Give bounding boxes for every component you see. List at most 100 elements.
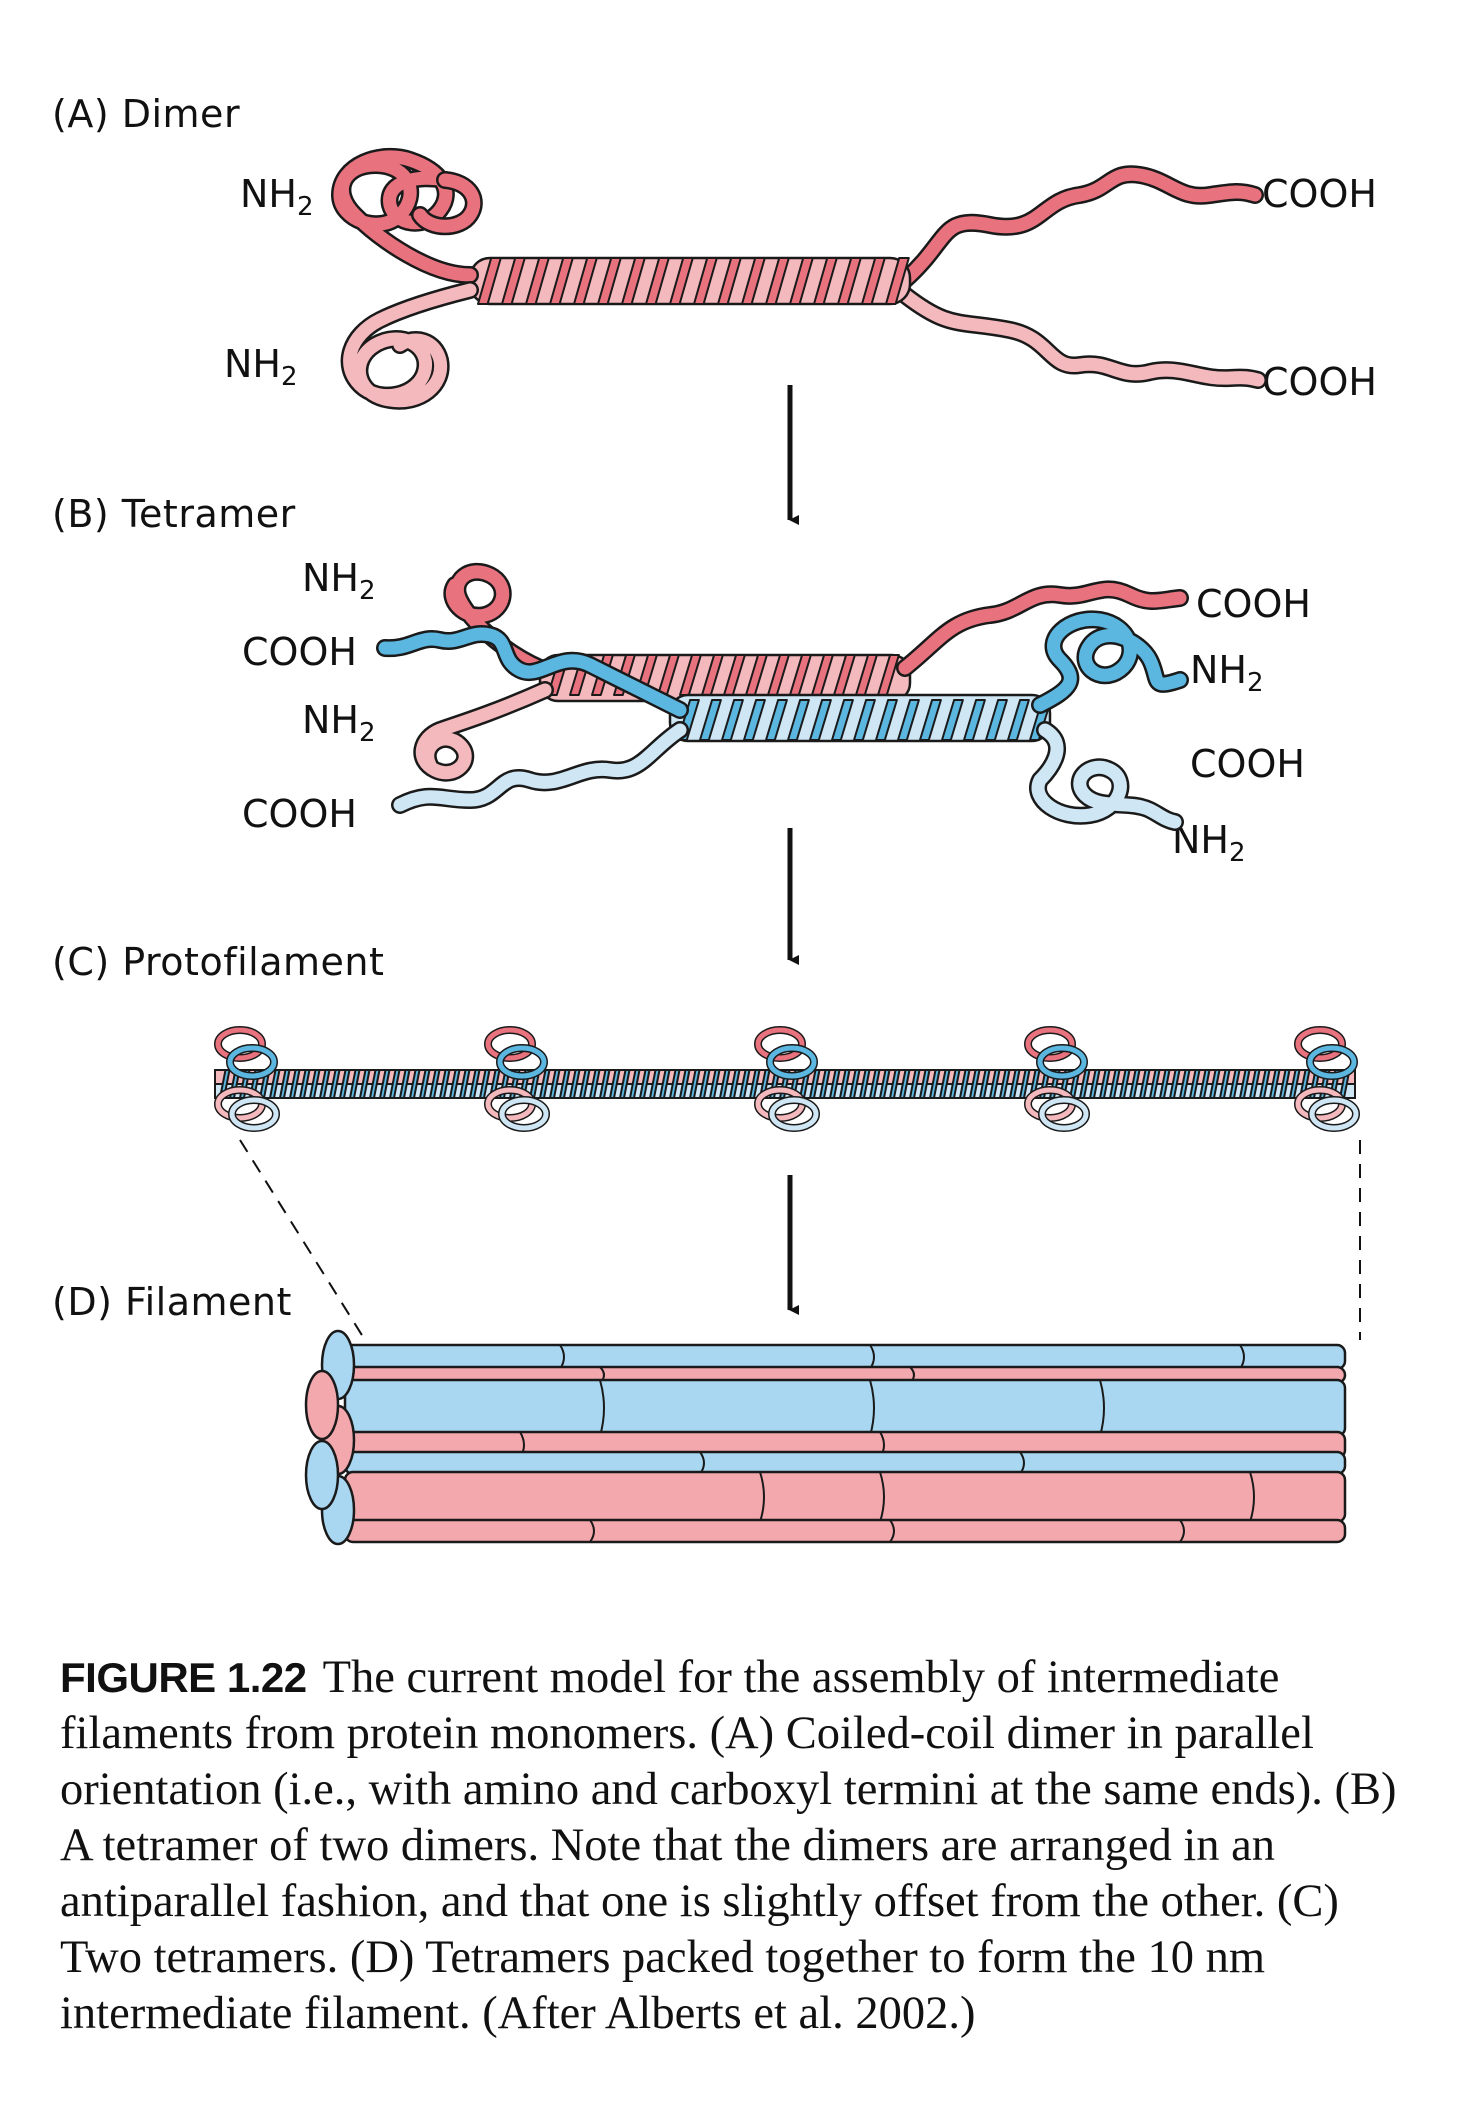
proto-twist [898, 1069, 911, 1099]
knot-loop [229, 1097, 279, 1131]
proto-twist [1088, 1069, 1101, 1099]
proto-twist [598, 1069, 611, 1099]
nh-subscript: 2 [359, 576, 376, 606]
tetramer-left-nh2-2: NH2 [302, 698, 376, 748]
proto-twist [268, 1069, 281, 1099]
proto-twist [808, 1069, 821, 1099]
proto-twist [1248, 1069, 1261, 1099]
proto-twist [548, 1069, 561, 1099]
knot-loop [485, 1027, 535, 1061]
filament-illustration [304, 1329, 1347, 1546]
nh-subscript: 2 [297, 192, 314, 222]
tetramer-left-heads [376, 562, 689, 814]
proto-twist [848, 1069, 861, 1099]
protofilament-knot [1294, 1026, 1360, 1132]
proto-twist [578, 1069, 591, 1099]
panel-d-label: (D) Filament [52, 1280, 292, 1324]
proto-twist [1138, 1069, 1151, 1099]
dimer-coil-twists [477, 257, 910, 305]
coil-twist [1007, 699, 1030, 741]
proto-twist [948, 1069, 961, 1099]
filament-tube [343, 1518, 1347, 1544]
protofilament-knot [214, 1026, 280, 1132]
dimer-nh2-bottom: NH2 [224, 342, 298, 392]
proto-twist [638, 1069, 651, 1099]
nh-text: NH [224, 342, 281, 386]
nh-subscript: 2 [1229, 838, 1246, 868]
proto-twist [308, 1069, 321, 1099]
coil-twist [985, 699, 1008, 741]
proto-twist [1118, 1069, 1131, 1099]
figure-number: FIGURE 1.22 [60, 1654, 307, 1701]
proto-twist [818, 1069, 831, 1099]
filament-tube [343, 1378, 1347, 1438]
proto-twist [328, 1069, 341, 1099]
knot-loop [755, 1027, 805, 1061]
coil-twist [853, 699, 876, 741]
proto-twist [658, 1069, 671, 1099]
dimer-pink-head [340, 281, 479, 410]
proto-twist [668, 1069, 681, 1099]
knot-loop [1307, 1045, 1357, 1079]
knot-loop [1309, 1097, 1359, 1131]
coil-twist [765, 699, 788, 741]
proto-twist [988, 1069, 1001, 1099]
figure-artwork [214, 147, 1361, 1546]
proto-twist [618, 1069, 631, 1099]
protofilament-knot [1024, 1026, 1090, 1132]
proto-twist [358, 1069, 371, 1099]
proto-twist [408, 1069, 421, 1099]
coil-twist [897, 699, 920, 741]
coil-twist [693, 257, 718, 305]
dimer-nh2-top: NH2 [240, 172, 314, 222]
coil-twist [837, 257, 862, 305]
coil-twist [699, 699, 722, 741]
tube-joint [759, 1471, 765, 1523]
proto-twist [998, 1069, 1011, 1099]
nh-text: NH [302, 556, 359, 600]
proto-twist [928, 1069, 941, 1099]
knot-loop [227, 1045, 277, 1079]
knot-loop [769, 1097, 819, 1131]
proto-twist [398, 1069, 411, 1099]
tetramer-illustration [376, 562, 1189, 831]
proto-twist [838, 1069, 851, 1099]
proto-twist [338, 1069, 351, 1099]
tube-joint [589, 1519, 595, 1543]
coil-twist [885, 257, 910, 305]
proto-twist [1158, 1069, 1171, 1099]
tetramer-left-cooh-1: COOH [242, 630, 357, 674]
dimer-cooh-bottom: COOH [1262, 360, 1377, 404]
zoom-guide-left [239, 1139, 366, 1341]
proto-twist [708, 1069, 721, 1099]
proto-twist [418, 1069, 431, 1099]
proto-twist [388, 1069, 401, 1099]
coil-twist [669, 257, 694, 305]
proto-twist [1238, 1069, 1251, 1099]
coil-twist [743, 699, 766, 741]
proto-twist [468, 1069, 481, 1099]
proto-twist [828, 1069, 841, 1099]
coil-twist [717, 257, 742, 305]
filament-end-cap [304, 1439, 340, 1511]
knot-loop [767, 1045, 817, 1079]
coil-twist [875, 699, 898, 741]
knot-loop [497, 1045, 547, 1079]
proto-twist [628, 1069, 641, 1099]
proto-twist [378, 1069, 391, 1099]
proto-twist [428, 1069, 441, 1099]
proto-twist [1168, 1069, 1181, 1099]
coil-twist [765, 257, 790, 305]
proto-twist [648, 1069, 661, 1099]
knot-loop [1039, 1097, 1089, 1131]
proto-twist [698, 1069, 711, 1099]
proto-twist [738, 1069, 751, 1099]
coil-twist [721, 699, 744, 741]
nh-text: NH [240, 172, 297, 216]
proto-twist [1268, 1069, 1281, 1099]
coil-twist [621, 257, 646, 305]
protofilament-knot [754, 1026, 820, 1132]
dimer-cooh-top: COOH [1262, 172, 1377, 216]
proto-twist [1018, 1069, 1031, 1099]
proto-twist [688, 1069, 701, 1099]
